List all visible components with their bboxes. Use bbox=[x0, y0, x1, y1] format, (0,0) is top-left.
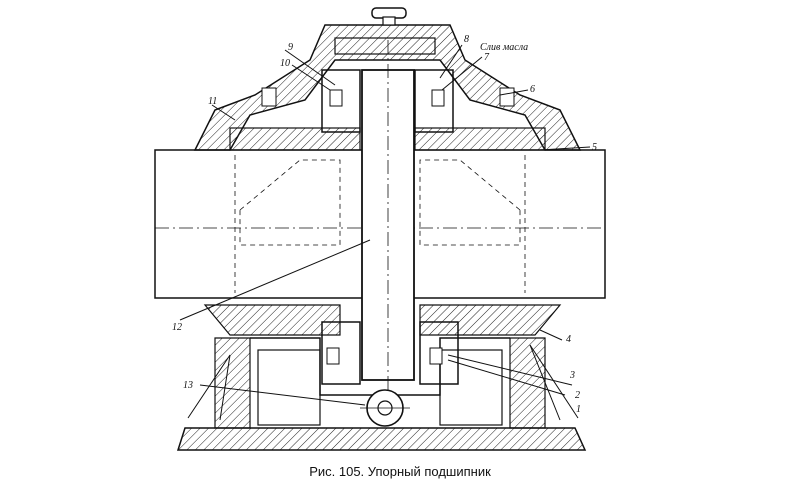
callout-10: 10 bbox=[280, 58, 290, 69]
callout-8: 8 bbox=[464, 34, 469, 45]
upper-housing bbox=[193, 24, 582, 151]
callouts: 1 2 3 4 5 6 7 8 9 10 11 12 13 Слив масла bbox=[172, 34, 597, 415]
callout-12: 12 bbox=[172, 322, 182, 333]
figure-caption: Рис. 105. Упорный подшипник bbox=[309, 464, 491, 479]
callout-9: 9 bbox=[288, 42, 293, 53]
callout-3: 3 bbox=[569, 370, 575, 381]
callout-11: 11 bbox=[208, 96, 217, 107]
oil-drain-plug bbox=[360, 389, 410, 427]
callout-1: 1 bbox=[576, 404, 581, 415]
top-cap-knob bbox=[371, 7, 407, 26]
oil-drain-label: Слив масла bbox=[480, 42, 528, 53]
lower-housing bbox=[203, 304, 562, 385]
callout-4: 4 bbox=[566, 334, 571, 345]
callout-2: 2 bbox=[575, 390, 580, 401]
callout-5: 5 bbox=[592, 142, 597, 153]
callout-6: 6 bbox=[530, 84, 535, 95]
leader-lines bbox=[179, 44, 591, 421]
vertical-spindle bbox=[361, 40, 415, 400]
callout-7: 7 bbox=[484, 52, 490, 63]
callout-13: 13 bbox=[183, 380, 193, 391]
